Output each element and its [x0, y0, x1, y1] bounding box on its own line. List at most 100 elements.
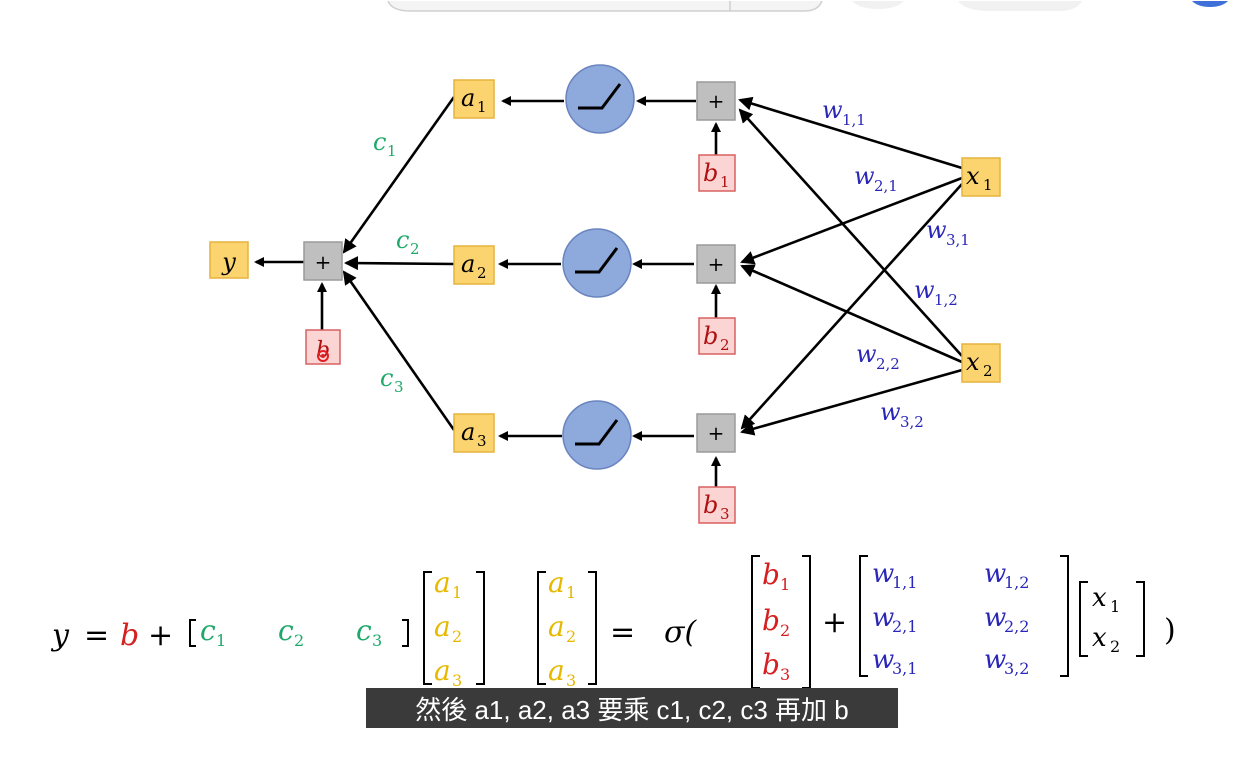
relu-icon [575, 419, 619, 446]
eq-w11-sub: 1,1 [892, 573, 917, 592]
edge-a3-outplus [342, 270, 456, 431]
edge-w32 [740, 368, 963, 436]
eq2-a3-sub: 3 [566, 671, 576, 690]
relu-icon [578, 83, 622, 110]
plus-node-2: + [696, 244, 736, 284]
plus-symbol: + [708, 252, 725, 276]
bias-node-b2: b 2 [698, 317, 736, 355]
b1-label: b [703, 159, 718, 187]
action-button-edge[interactable] [958, 1, 1082, 11]
eq-b1: b [762, 558, 780, 591]
eq-w11: w [872, 559, 894, 589]
w-matrix-bracket-left [859, 555, 868, 677]
a1-sub: 1 [477, 98, 487, 116]
cursor-dot [317, 350, 329, 362]
eq-a1: a [434, 566, 451, 599]
eq-plus: + [148, 618, 173, 653]
eq-w31: w [872, 645, 894, 675]
a2-label: a [461, 250, 475, 278]
w22-sub: 2,2 [876, 355, 900, 373]
edge-w31 [740, 183, 963, 430]
edge-w22 [740, 264, 963, 364]
a-vector2-bracket-left [537, 571, 546, 685]
edge-a2-outplus [344, 256, 455, 271]
output-label: y [221, 248, 236, 276]
eq2-a1-sub: 1 [566, 583, 576, 602]
video-caption: 然後 a1, a2, a3 要乘 c1, c2, c3 再加 b [366, 688, 898, 728]
w22-label: w [856, 340, 877, 368]
input-node-x2: x 2 [961, 343, 1001, 383]
eq2-a2-sub: 2 [566, 627, 576, 646]
equation: y = b + c 1 c 2 c 3 a 1 a 2 a 3 a [50, 555, 1176, 690]
activation-node-1 [565, 64, 635, 134]
edge-a1-outplus [342, 96, 456, 254]
w31-sub: 3,1 [946, 231, 970, 249]
w12-label: w [914, 276, 935, 304]
avatar-edge[interactable] [1192, 1, 1228, 7]
hidden-node-a2: a 2 [453, 245, 495, 285]
output-plus-node: + [303, 241, 343, 281]
eq-b1-sub: 1 [780, 575, 790, 594]
eq-c3-sub: 3 [372, 631, 382, 650]
hidden-node-a1: a 1 [453, 79, 495, 119]
eq2-a3: a [548, 654, 565, 687]
eq-x2: x [1092, 623, 1107, 653]
bias-node-b3: b 3 [698, 486, 736, 524]
output-bias-node: b [305, 329, 341, 365]
c-labels: c 1 c 2 c 3 [373, 128, 420, 396]
edge-w11 [738, 96, 963, 170]
eq-c2-sub: 2 [294, 631, 304, 650]
b3-label: b [703, 491, 718, 519]
x-vector-bracket-right [1136, 581, 1145, 657]
eq-y: y [50, 618, 70, 653]
search-box-edge[interactable] [387, 0, 823, 12]
b3-sub: 3 [720, 505, 730, 523]
w21-label: w [854, 162, 875, 190]
b2-sub: 2 [720, 336, 730, 354]
eq-b: b [120, 618, 139, 653]
eq-sigma: σ( [664, 615, 697, 650]
w21-sub: 2,1 [874, 177, 898, 195]
eq-equals-2: = [610, 615, 635, 650]
eq-b2: b [762, 604, 780, 637]
weight-labels: w 1,1 w 2,1 w 3,1 w 1,2 w 2,2 w 3,2 [822, 96, 970, 431]
a1-label: a [461, 84, 475, 112]
w32-sub: 3,2 [900, 413, 924, 431]
c1-label: c [373, 128, 386, 156]
mic-button-edge[interactable] [852, 1, 904, 9]
eq2-a1: a [548, 566, 565, 599]
eq-b2-sub: 2 [780, 621, 790, 640]
input-node-x1: x 1 [961, 157, 1001, 197]
b1-sub: 1 [720, 173, 730, 191]
eq2-a2: a [548, 610, 565, 643]
w12-sub: 1,2 [934, 291, 958, 309]
eq-c1-sub: 1 [216, 631, 226, 650]
b2-label: b [703, 322, 718, 350]
eq-c3: c [356, 614, 372, 647]
eq-w12: w [984, 559, 1006, 589]
edge-w12 [738, 108, 963, 357]
x1-label: x [966, 162, 980, 190]
eq-equals: = [84, 618, 109, 653]
w11-sub: 1,1 [842, 111, 866, 129]
relu-icon [575, 247, 619, 274]
x-vector-bracket-left [1079, 581, 1088, 657]
c-vector-bracket-right [402, 619, 409, 647]
w-matrix-bracket-right [1060, 555, 1069, 677]
hidden-node-a3: a 3 [453, 413, 495, 453]
weight-edges [738, 96, 963, 436]
eq-close-paren: ) [1164, 613, 1176, 648]
a-vector2-bracket-right [588, 571, 597, 685]
c-vector-bracket-left [189, 619, 196, 647]
eq-x1: x [1092, 583, 1107, 613]
eq-c1: c [200, 614, 216, 647]
eq-w32-sub: 3,2 [1004, 659, 1029, 678]
a-vector1-bracket-right [476, 571, 485, 685]
activation-node-2 [562, 228, 632, 298]
plus-node-1: + [696, 81, 736, 121]
eq-a2-sub: 2 [452, 627, 462, 646]
w32-label: w [880, 398, 901, 426]
activation-node-3 [562, 400, 632, 470]
a3-label: a [461, 418, 475, 446]
forward-edges [254, 96, 721, 487]
